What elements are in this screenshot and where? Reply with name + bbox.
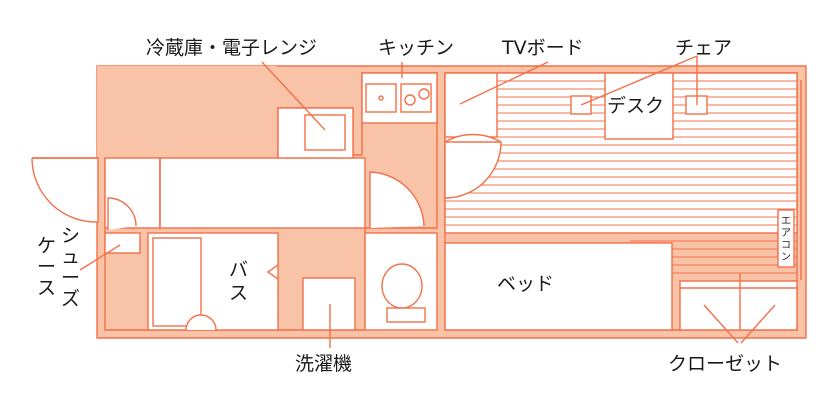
label-shoe-case-char: ー	[61, 267, 80, 289]
label-aircon-char: コ	[781, 240, 791, 251]
washer	[302, 277, 356, 331]
label-shoe-case-char: ケ	[37, 235, 56, 257]
fridge	[304, 114, 346, 151]
label-bed: ベッド	[497, 273, 554, 295]
label-shoe-case-char: ズ	[61, 288, 80, 310]
label-bath-char: ス	[229, 282, 248, 304]
leader-fridge	[261, 61, 326, 131]
label-closet: クローゼット	[668, 353, 782, 375]
closet	[679, 280, 798, 331]
corridor	[159, 157, 366, 229]
label-aircon-char: エ	[781, 216, 791, 227]
entry-wall-fill	[97, 66, 277, 158]
label-shoe-case-char: ス	[37, 277, 56, 299]
label-aircon-char: ア	[781, 228, 791, 239]
burner-2	[418, 88, 430, 100]
bed	[444, 242, 673, 331]
bath-basin	[185, 314, 217, 331]
room-door-swing	[444, 133, 502, 199]
bathroom	[147, 232, 279, 331]
label-kitchen: キッチン	[378, 37, 454, 59]
shoe-case	[104, 232, 141, 254]
desk	[604, 72, 674, 140]
leader-tv	[459, 61, 549, 105]
aircon	[777, 209, 795, 268]
kitchen-counter	[361, 72, 438, 124]
tv-board	[444, 72, 498, 138]
label-chair: チェア	[675, 37, 732, 59]
label-tv-board: TVボード	[501, 37, 584, 59]
label-aircon-char: ン	[781, 252, 791, 263]
bathtub	[152, 237, 202, 327]
leader-shoe	[79, 244, 121, 271]
leader-closet-right	[740, 304, 776, 344]
toilet-door-swing	[369, 171, 425, 228]
label-bath-char: バ	[229, 259, 248, 281]
leader-closet-left	[703, 304, 739, 344]
kitchen-stove	[400, 83, 432, 113]
label-shoe-case-char: シ	[61, 225, 80, 247]
entrance-door-swing	[31, 157, 99, 223]
label-desk: デスク	[607, 95, 664, 117]
label-fridge-microwave: 冷蔵庫・電子レンジ	[146, 37, 317, 59]
label-shoe-case-char: ー	[37, 256, 56, 278]
leader-chair-left	[580, 55, 698, 106]
kitchen-sink	[365, 83, 397, 113]
bath-door-mark	[266, 264, 279, 280]
label-washer: 洗濯機	[295, 353, 352, 375]
burner-1	[404, 94, 416, 106]
shoe-case-door-swing	[107, 197, 137, 230]
toilet-bowl	[381, 263, 423, 309]
label-shoe-case-char: ュ	[61, 246, 80, 268]
